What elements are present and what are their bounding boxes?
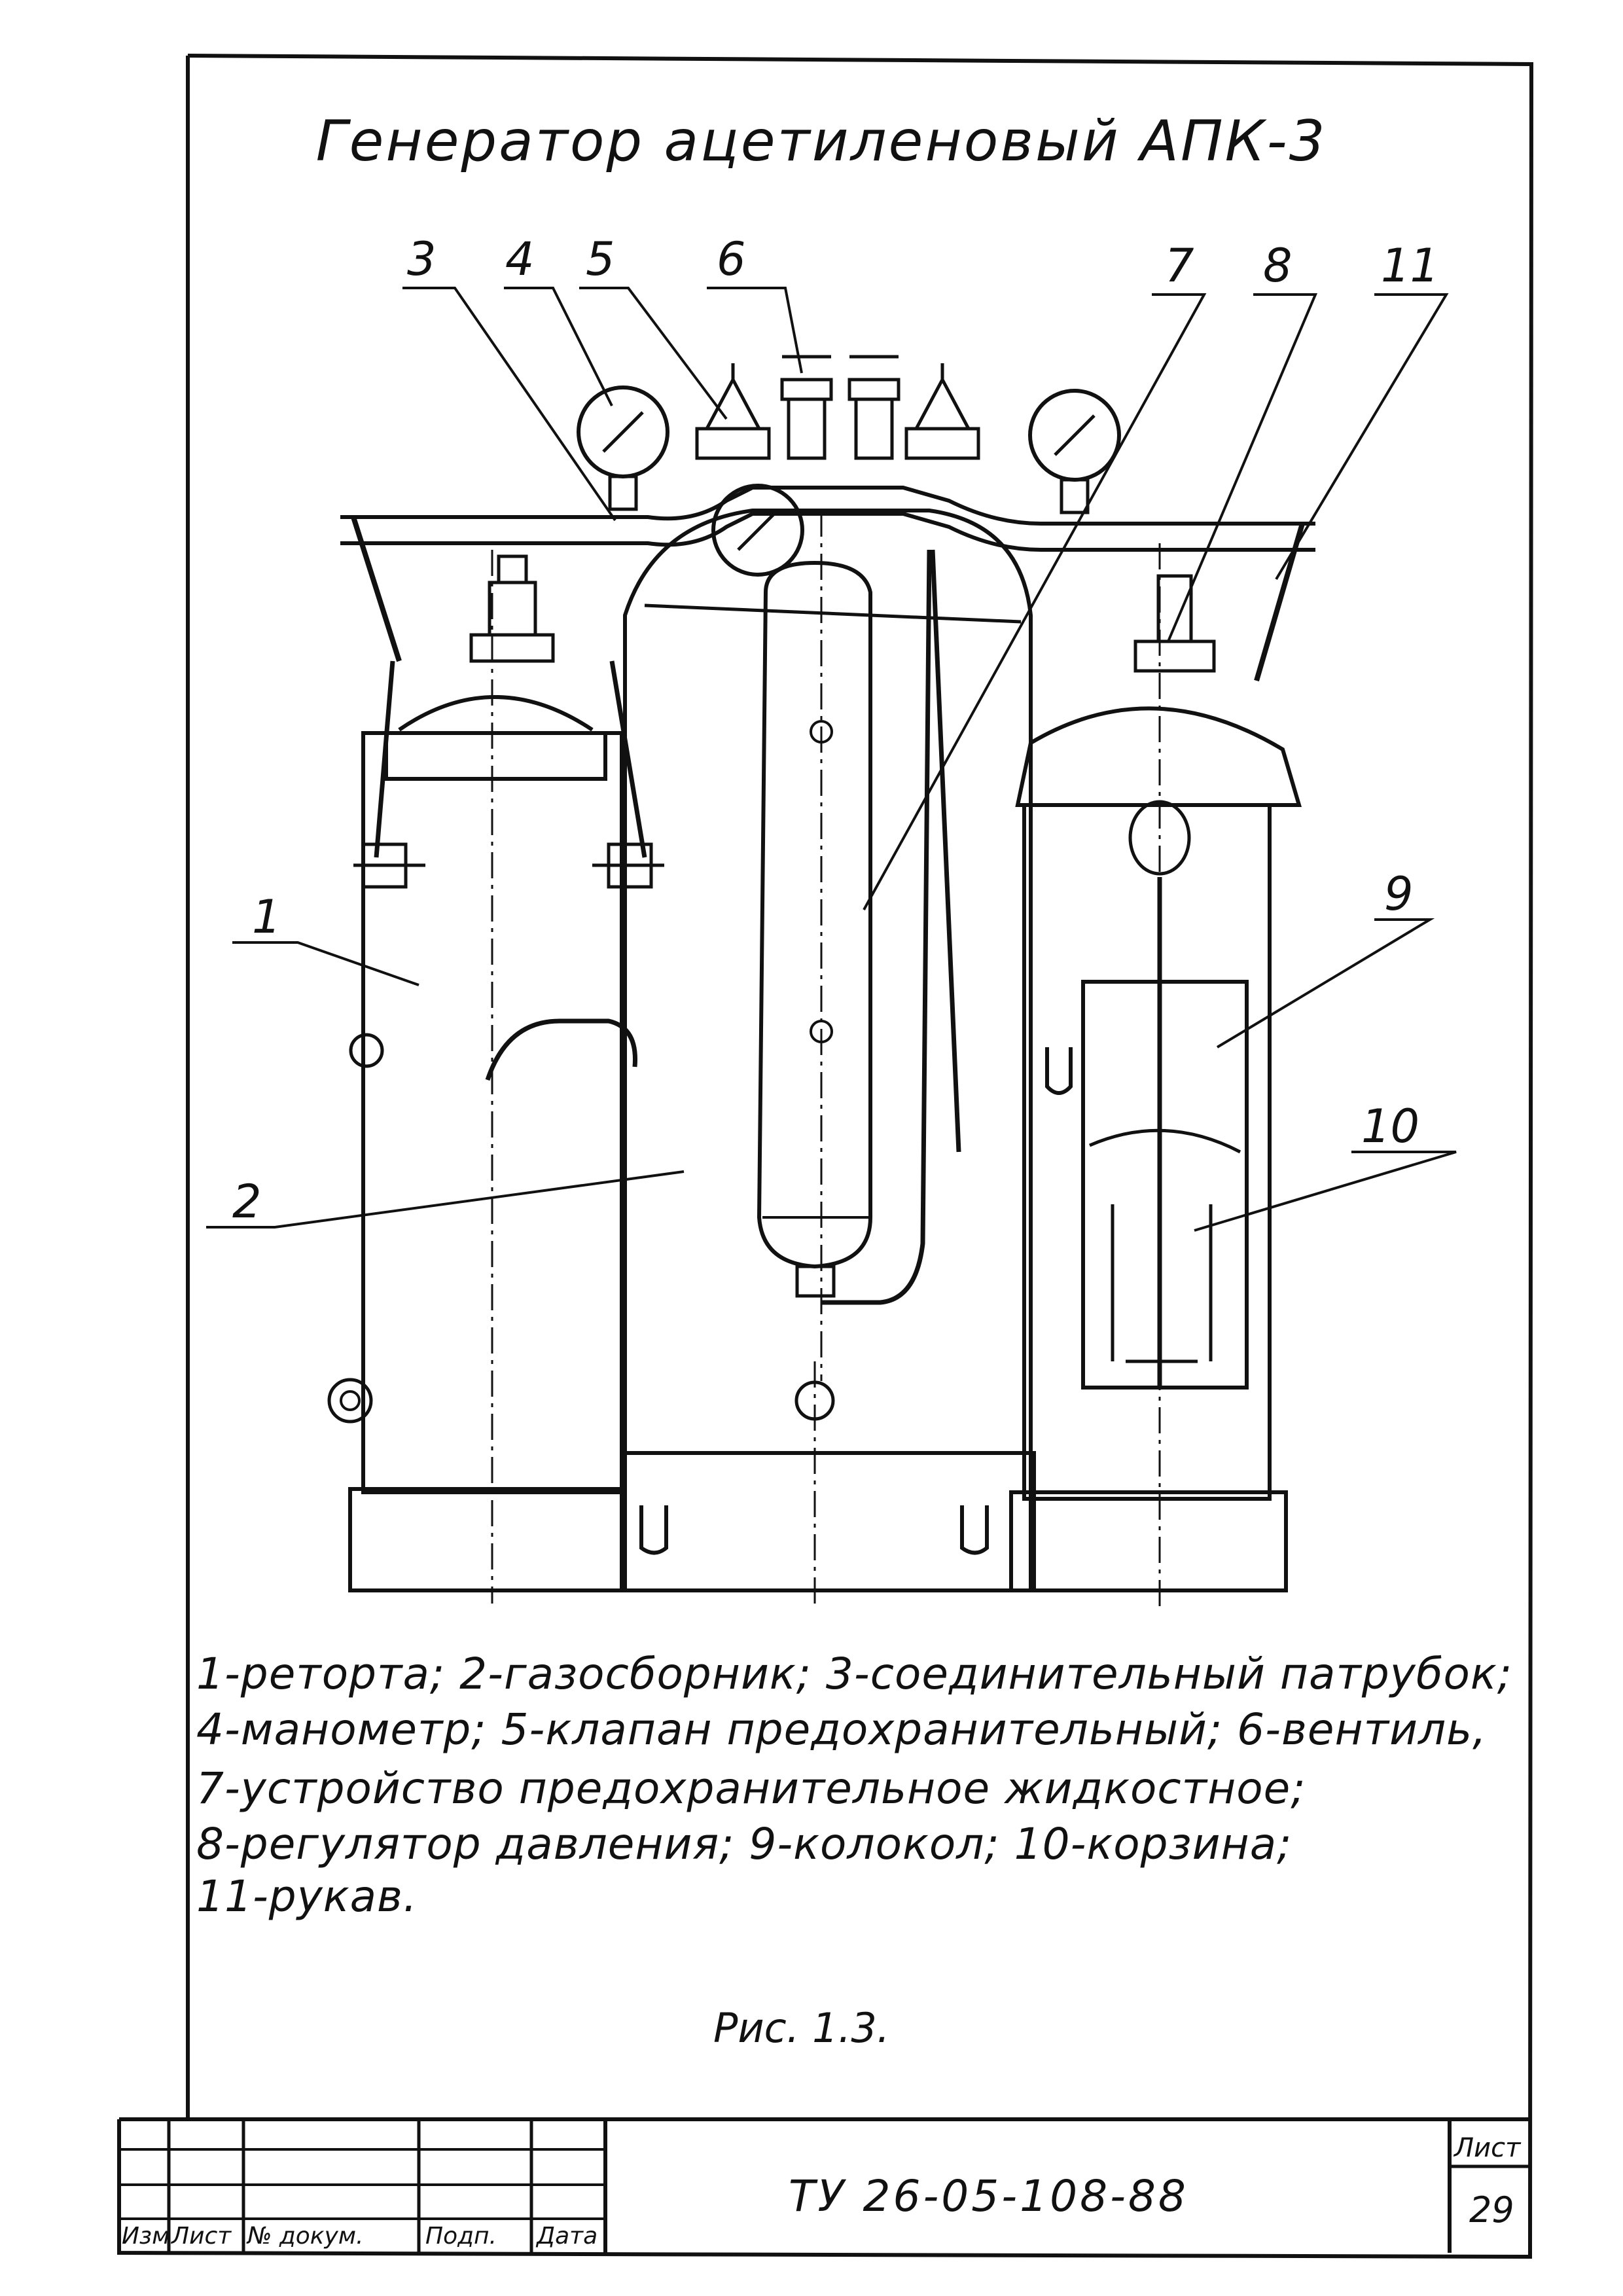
callout-4: 4 (505, 232, 535, 286)
connecting-pipe (340, 486, 1315, 526)
title-block-header-2: Лист (170, 2223, 232, 2250)
generator-drawing: 3 4 5 6 7 8 11 1 2 9 10 (206, 232, 1457, 1610)
gas-holder-vessel (620, 509, 1036, 1604)
title-block-header-3: № докум. (246, 2223, 363, 2250)
legend-line-5: 11-рукав. (196, 1871, 418, 1922)
callout-2: 2 (232, 1175, 262, 1229)
title-block-header-1: Изм (122, 2223, 169, 2250)
callout-10: 10 (1361, 1100, 1419, 1153)
legend-line-1: 1-реторта; 2-газосборник; 3-соединительн… (196, 1649, 1512, 1699)
callout-1: 1 (252, 890, 281, 944)
legend-line-3: 7-устройство предохранительное жидкостно… (196, 1763, 1306, 1814)
pressure-gauge-right (1028, 389, 1121, 514)
callout-6: 6 (717, 232, 746, 286)
callout-7: 7 (1165, 239, 1194, 293)
title-block-header-4: Подп. (425, 2223, 497, 2250)
callout-8: 8 (1263, 239, 1293, 293)
sheet-label: Лист (1453, 2133, 1522, 2163)
legend-line-4: 8-регулятор давления; 9-колокол; 10-корз… (196, 1819, 1292, 1869)
safety-valve-left (695, 363, 771, 460)
callout-leaders (206, 287, 1457, 1232)
sheet-frame (117, 54, 1534, 2259)
hose-left (351, 516, 402, 662)
liquid-safety-device (757, 511, 961, 1381)
callout-5: 5 (586, 232, 615, 286)
callout-9: 9 (1384, 867, 1414, 921)
title-block: Изм Лист № докум. Подп. Дата ТУ 26-05-10… (119, 2117, 1530, 2253)
pressure-gauge-center (711, 484, 804, 577)
pressure-gauge-left (577, 386, 669, 511)
shut-off-valve-left (780, 355, 833, 460)
document-code: ТУ 26-05-108-88 (789, 2171, 1188, 2221)
title-block-header-5: Дата (535, 2223, 597, 2250)
retort-vessel (327, 550, 664, 1604)
callout-3: 3 (407, 232, 437, 286)
callout-11: 11 (1381, 239, 1439, 293)
legend-line-2: 4-манометр; 5-клапан предохранительный; … (196, 1704, 1487, 1755)
safety-valve-right (904, 363, 980, 460)
shut-off-valve-right (847, 355, 901, 460)
bell-vessel (1009, 543, 1302, 1610)
legend: 1-реторта; 2-газосборник; 3-соединительн… (196, 1649, 1512, 1922)
sheet-number: 29 (1469, 2189, 1514, 2231)
figure-caption: Рис. 1.3. (713, 2004, 890, 2052)
drawing-title: Генератор ацетиленовый АПК-3 (316, 109, 1327, 174)
